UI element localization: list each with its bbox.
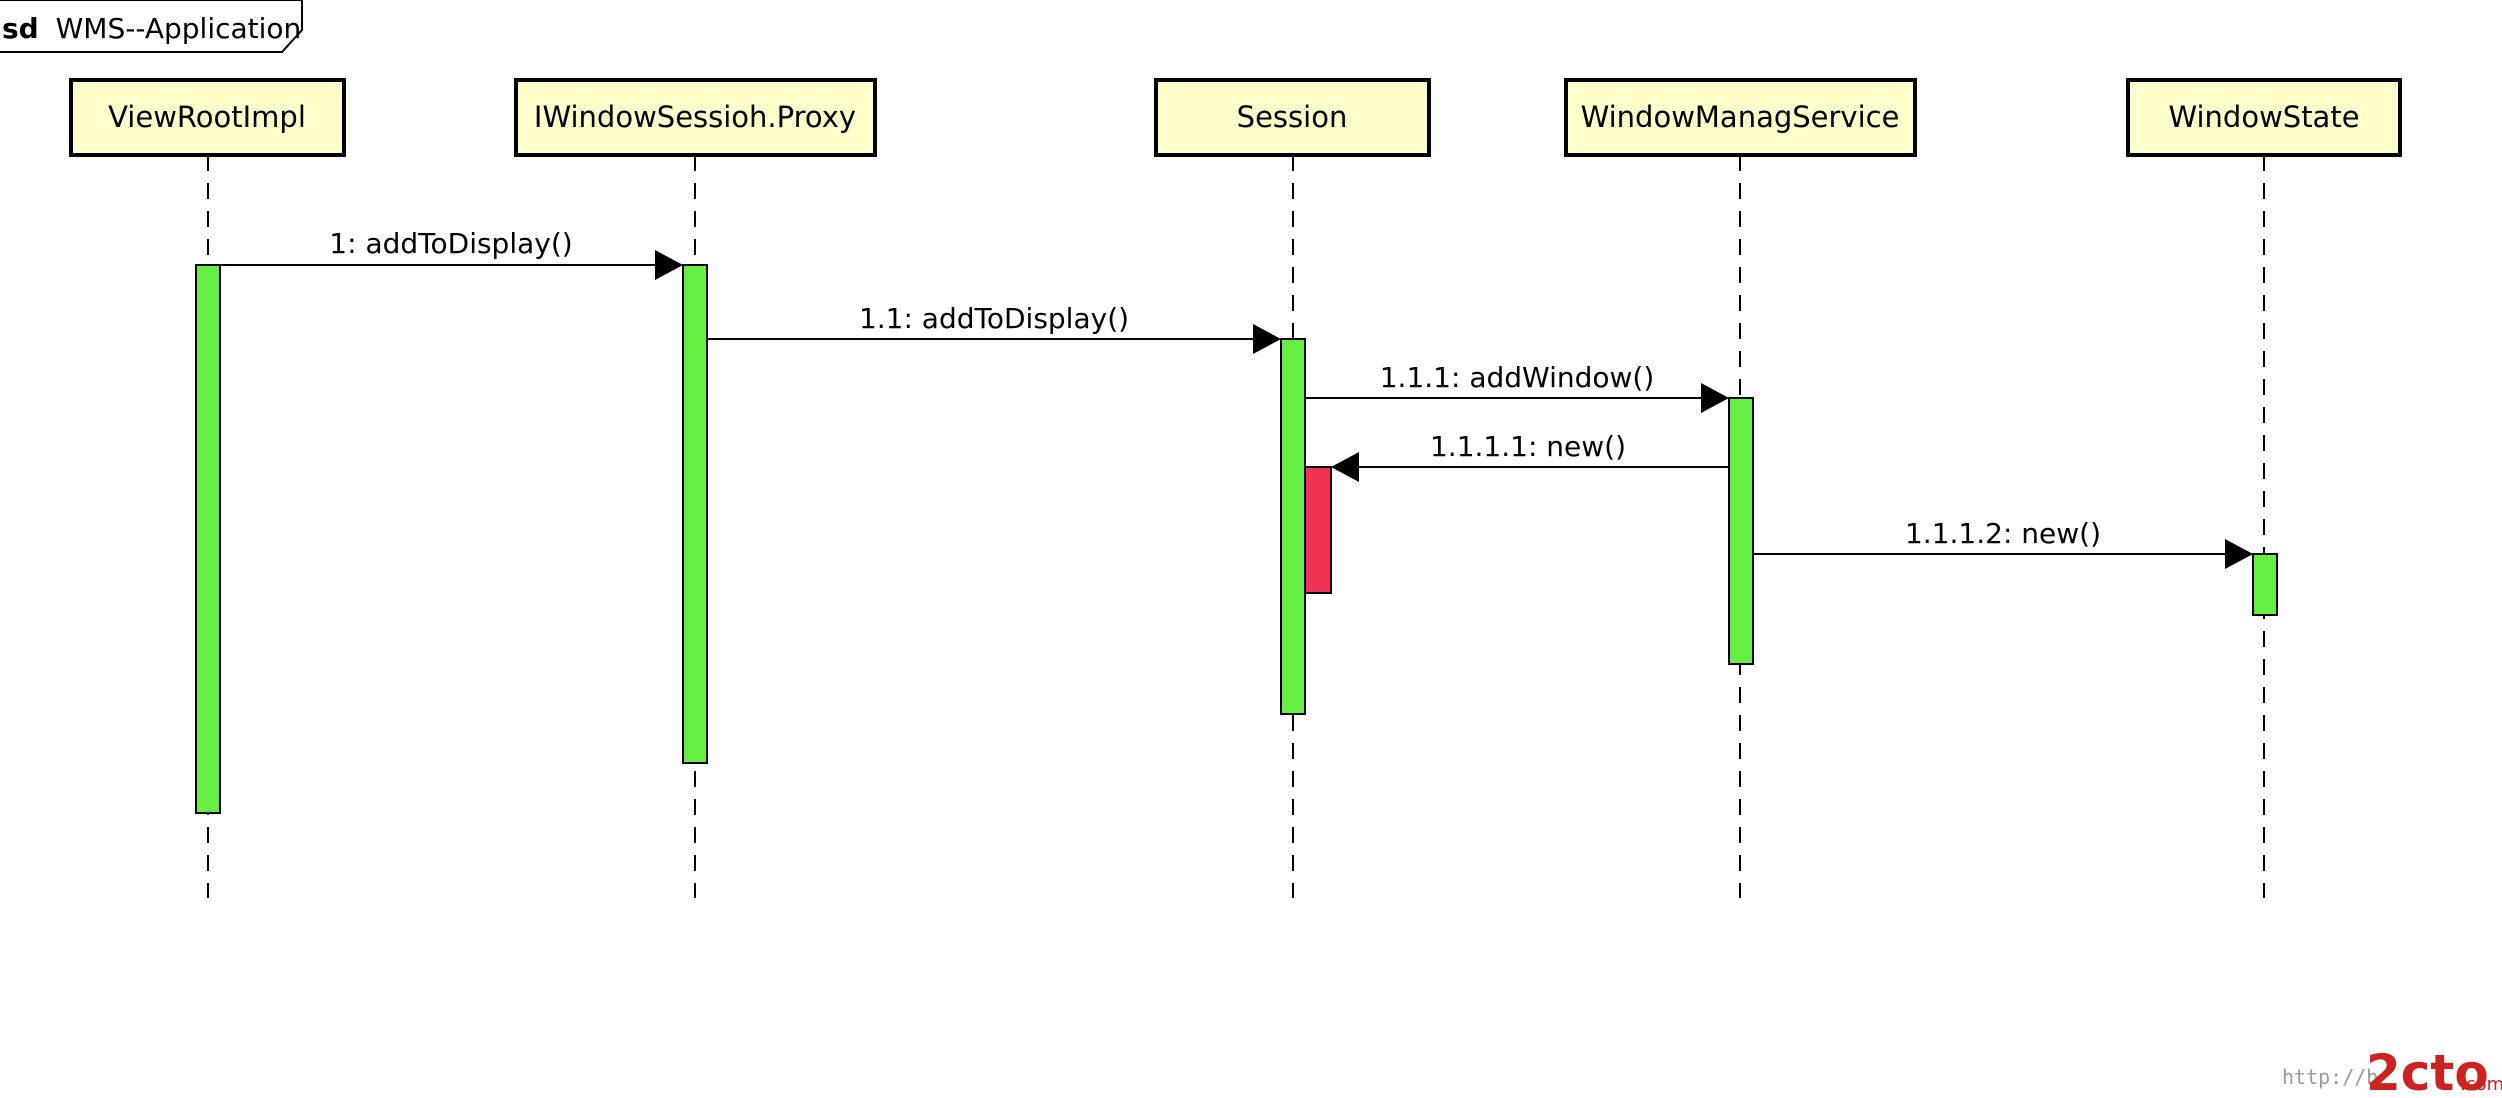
lifeline-windowstate[interactable]: WindowState	[2126, 78, 2402, 157]
lifeline-session[interactable]: Session	[1154, 78, 1431, 157]
activation-windowmanagservice	[1728, 397, 1754, 665]
message-label-1: 1: addToDisplay()	[329, 227, 572, 260]
message-1[interactable]	[220, 250, 683, 280]
message-1-1-1[interactable]	[1305, 383, 1729, 413]
activation-bars	[195, 264, 2278, 814]
lifeline-label-session: Session	[1237, 100, 1348, 134]
message-1-1-1-1[interactable]	[1331, 452, 1729, 482]
message-label-1-1: 1.1: addToDisplay()	[859, 302, 1129, 335]
frame-keyword: sd	[2, 12, 39, 45]
lifeline-label-windowstate: WindowState	[2168, 100, 2359, 134]
lifeline-boxes: ViewRootImpl IWindowSessioh.Proxy Sessio…	[69, 78, 2402, 157]
lifeline-iwindowsession-proxy[interactable]: IWindowSessioh.Proxy	[514, 78, 877, 157]
message-1-1[interactable]	[707, 324, 1281, 354]
lifeline-label-iwindowsession-proxy: IWindowSessioh.Proxy	[534, 100, 856, 134]
message-labels: 1: addToDisplay() 1.1: addToDisplay() 1.…	[329, 227, 2101, 550]
frame-title: WMS--Application	[56, 12, 302, 45]
watermark-logo: 2cto	[2366, 1044, 2489, 1098]
lifeline-windowmanagservice[interactable]: WindowManagService	[1564, 78, 1917, 157]
message-label-1-1-1-2: 1.1.1.2: new()	[1905, 517, 2101, 550]
frame-tab: sd WMS--Application	[0, 0, 303, 53]
message-label-1-1-1-1: 1.1.1.1: new()	[1430, 430, 1626, 463]
activation-windowstate	[2252, 553, 2278, 616]
svg-text:sd WMS--Application: sd WMS--Application	[2, 12, 301, 45]
activation-iwindowsession-proxy	[682, 264, 708, 764]
activation-session-nested	[1304, 466, 1332, 594]
activation-viewrootimpl	[195, 264, 221, 814]
watermark: http://b 2cto .com	[2282, 1044, 2502, 1098]
watermark-suffix: .com	[2460, 1074, 2502, 1095]
watermark-url: http://b	[2282, 1065, 2378, 1089]
activation-session	[1280, 338, 1306, 715]
message-label-1-1-1: 1.1.1: addWindow()	[1380, 361, 1655, 394]
message-1-1-1-2[interactable]	[1753, 539, 2253, 569]
lifeline-label-windowmanagservice: WindowManagService	[1581, 100, 1900, 134]
lifeline-label-viewrootimpl: ViewRootImpl	[108, 100, 306, 134]
messages	[220, 250, 2253, 569]
lifeline-viewrootimpl[interactable]: ViewRootImpl	[69, 78, 346, 157]
